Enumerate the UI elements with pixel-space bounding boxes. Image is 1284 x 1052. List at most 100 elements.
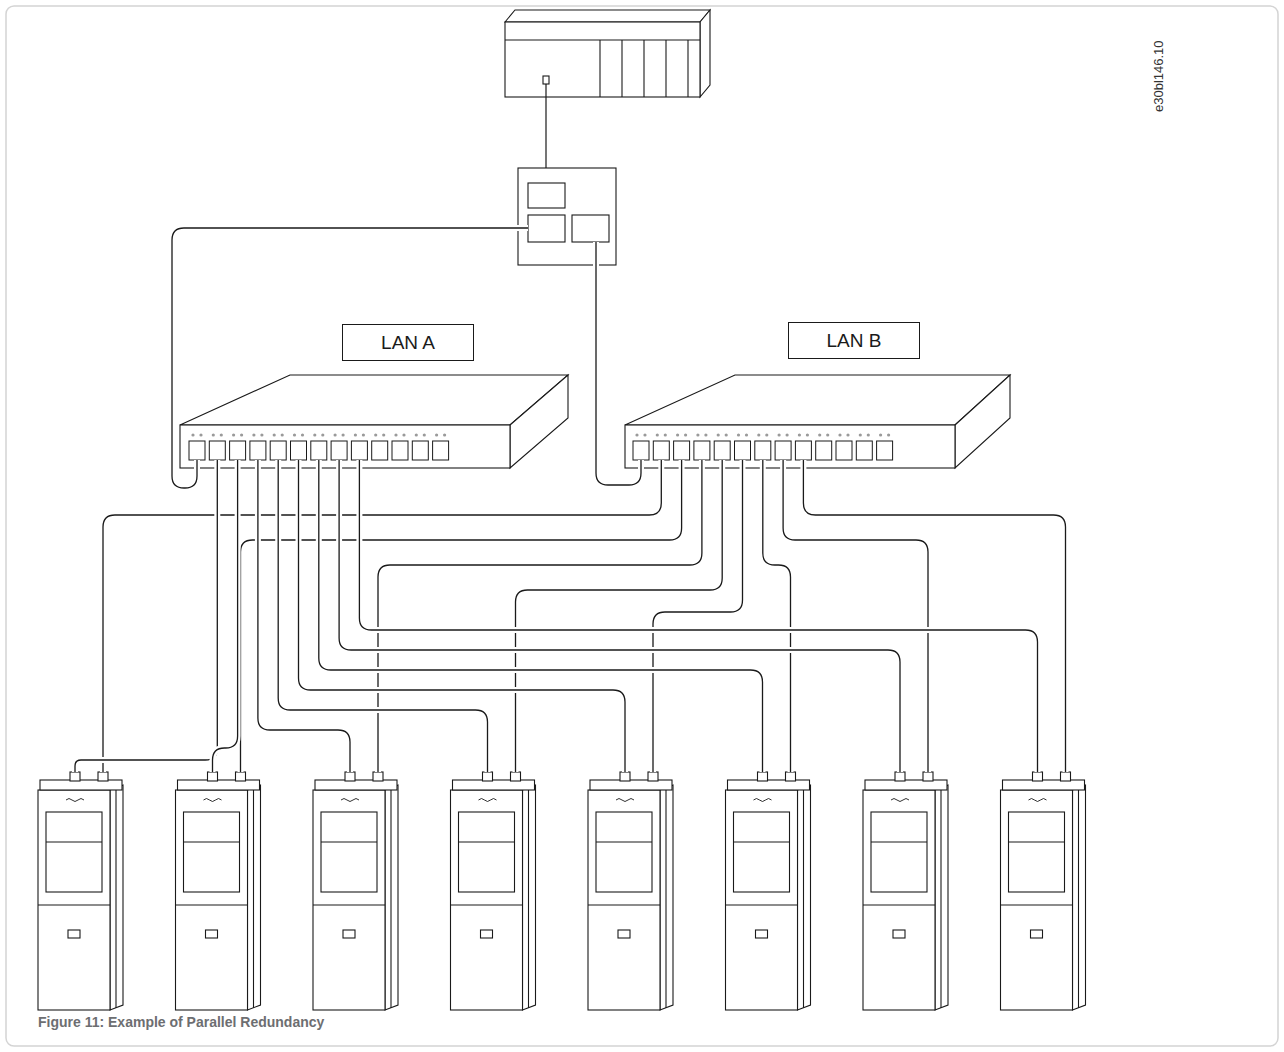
network-cables xyxy=(75,228,1066,772)
switch-port xyxy=(653,441,669,460)
network-cable xyxy=(213,460,238,772)
network-cable xyxy=(103,460,661,772)
lan-label: LAN B xyxy=(827,330,882,352)
network-cable xyxy=(516,460,723,772)
port-led xyxy=(402,433,405,436)
network-cable xyxy=(803,460,1065,772)
cable-halo xyxy=(103,460,661,772)
network-cable xyxy=(75,460,217,772)
network-cable xyxy=(172,228,528,488)
switch-lan-a xyxy=(180,375,568,468)
port-led xyxy=(382,433,385,436)
switch-port xyxy=(877,441,893,460)
port-led xyxy=(867,433,870,436)
network-cable xyxy=(278,460,487,772)
port-led xyxy=(342,433,345,436)
cable-halo xyxy=(75,460,217,772)
cable-halo xyxy=(596,242,641,485)
switch-ports xyxy=(189,433,893,460)
port-led xyxy=(273,433,276,436)
port-led xyxy=(394,433,397,436)
port-led xyxy=(664,433,667,436)
port-led xyxy=(676,433,679,436)
drive-unit xyxy=(451,772,536,1010)
network-cable xyxy=(299,460,626,772)
port-led xyxy=(362,433,365,436)
network-cable xyxy=(359,460,1037,772)
switch-port xyxy=(755,441,771,460)
switch-port xyxy=(189,441,205,460)
switch-port xyxy=(412,441,428,460)
network-cable xyxy=(319,460,763,772)
switch-port xyxy=(331,441,347,460)
cable-halo xyxy=(213,460,238,772)
cable-halo xyxy=(299,460,626,772)
switch-port xyxy=(735,441,751,460)
port-led xyxy=(354,433,357,436)
switch-port xyxy=(209,441,225,460)
port-led xyxy=(415,433,418,436)
port-led xyxy=(704,433,707,436)
port-led xyxy=(293,433,296,436)
port-led xyxy=(806,433,809,436)
port-led xyxy=(725,433,728,436)
port-led xyxy=(321,433,324,436)
port-led xyxy=(737,433,740,436)
port-led xyxy=(879,433,882,436)
network-cable xyxy=(763,460,791,772)
figure-frame xyxy=(6,6,1278,1046)
drive-unit xyxy=(176,772,261,1010)
port-led xyxy=(778,433,781,436)
port-led xyxy=(252,433,255,436)
switch-port xyxy=(694,441,710,460)
switch-port xyxy=(816,441,832,460)
drive-unit xyxy=(726,772,811,1010)
port-led xyxy=(220,433,223,436)
switch-port xyxy=(433,441,449,460)
cable-halo xyxy=(278,460,487,772)
switch-port xyxy=(836,441,852,460)
port-led xyxy=(443,433,446,436)
cable-halo xyxy=(172,228,528,488)
port-led xyxy=(887,433,890,436)
port-led xyxy=(435,433,438,436)
redbox-device xyxy=(518,168,616,265)
drive-unit xyxy=(313,772,398,1010)
network-cable xyxy=(596,242,641,485)
switch-port xyxy=(633,441,649,460)
switch-port xyxy=(291,441,307,460)
switch-port xyxy=(795,441,811,460)
port-led xyxy=(826,433,829,436)
port-led xyxy=(684,433,687,436)
port-led xyxy=(846,433,849,436)
port-led xyxy=(191,433,194,436)
cable-halo xyxy=(339,460,900,772)
port-led xyxy=(423,433,426,436)
port-led xyxy=(240,433,243,436)
figure-caption: Figure 11: Example of Parallel Redundanc… xyxy=(38,1014,324,1030)
switch-port xyxy=(270,441,286,460)
switch-port xyxy=(351,441,367,460)
switch-port xyxy=(714,441,730,460)
lan-label-box: LAN A xyxy=(342,324,474,361)
cable-halo xyxy=(241,460,682,772)
drive-unit xyxy=(588,772,673,1010)
plc-controller xyxy=(505,10,710,97)
switch-port xyxy=(372,441,388,460)
port-led xyxy=(232,433,235,436)
network-cable xyxy=(241,460,682,772)
port-led xyxy=(212,433,215,436)
port-led xyxy=(635,433,638,436)
switch-port xyxy=(674,441,690,460)
cable-halo xyxy=(359,460,1037,772)
network-cable xyxy=(653,460,743,772)
network-cable xyxy=(339,460,900,772)
port-led xyxy=(745,433,748,436)
port-led xyxy=(643,433,646,436)
switch-port xyxy=(775,441,791,460)
port-led xyxy=(199,433,202,436)
port-led xyxy=(313,433,316,436)
port-led xyxy=(260,433,263,436)
cable-halo xyxy=(653,460,743,772)
